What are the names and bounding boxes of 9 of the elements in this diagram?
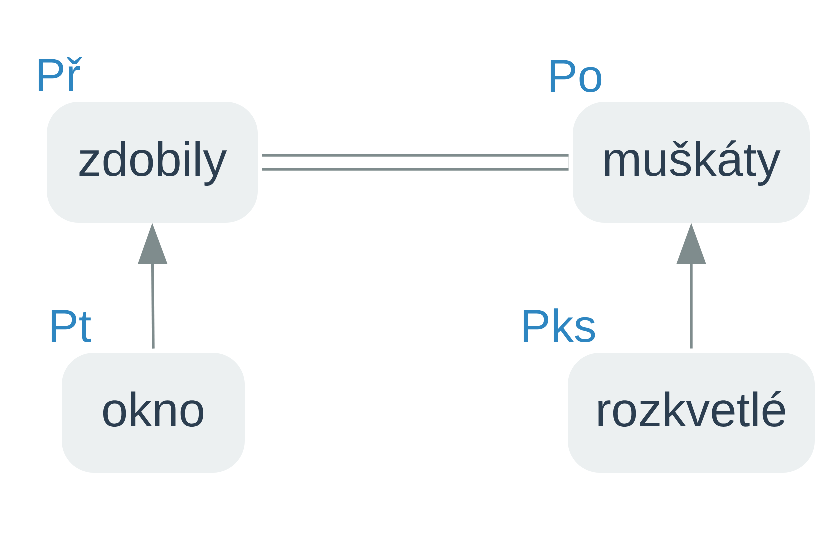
word-box: muškáty	[573, 102, 810, 223]
role-label: Př	[38, 58, 82, 91]
word-box: okno	[62, 353, 245, 473]
word-box: rozkvetlé	[568, 353, 815, 473]
role-label: Pks	[524, 308, 596, 342]
double-line	[262, 154, 569, 171]
word-box: zdobily	[47, 102, 258, 223]
role-label: Po	[550, 60, 602, 92]
role-label: Pt	[52, 310, 92, 342]
